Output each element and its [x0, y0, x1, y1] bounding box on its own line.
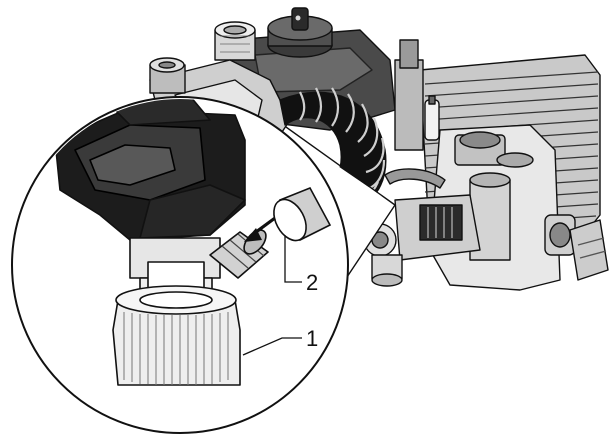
drain-cap — [112, 285, 241, 386]
drain-valve — [363, 194, 481, 287]
callout-2-leader — [284, 235, 302, 283]
callout-1: 1 — [242, 326, 318, 356]
detail-magnifier — [11, 96, 396, 434]
callout-2-label: 2 — [306, 270, 318, 295]
right-clip — [569, 219, 609, 281]
wire-loop — [384, 168, 446, 189]
callout-1-label: 1 — [306, 326, 318, 351]
callout-1-leader — [242, 337, 302, 356]
callout-2: 2 — [284, 235, 318, 295]
push-arrow — [244, 216, 276, 242]
drain-hose — [273, 186, 332, 242]
sensor-tube — [394, 39, 440, 151]
black-housing — [54, 99, 246, 241]
top-knob — [267, 7, 333, 58]
top-left-fitting — [214, 21, 256, 61]
